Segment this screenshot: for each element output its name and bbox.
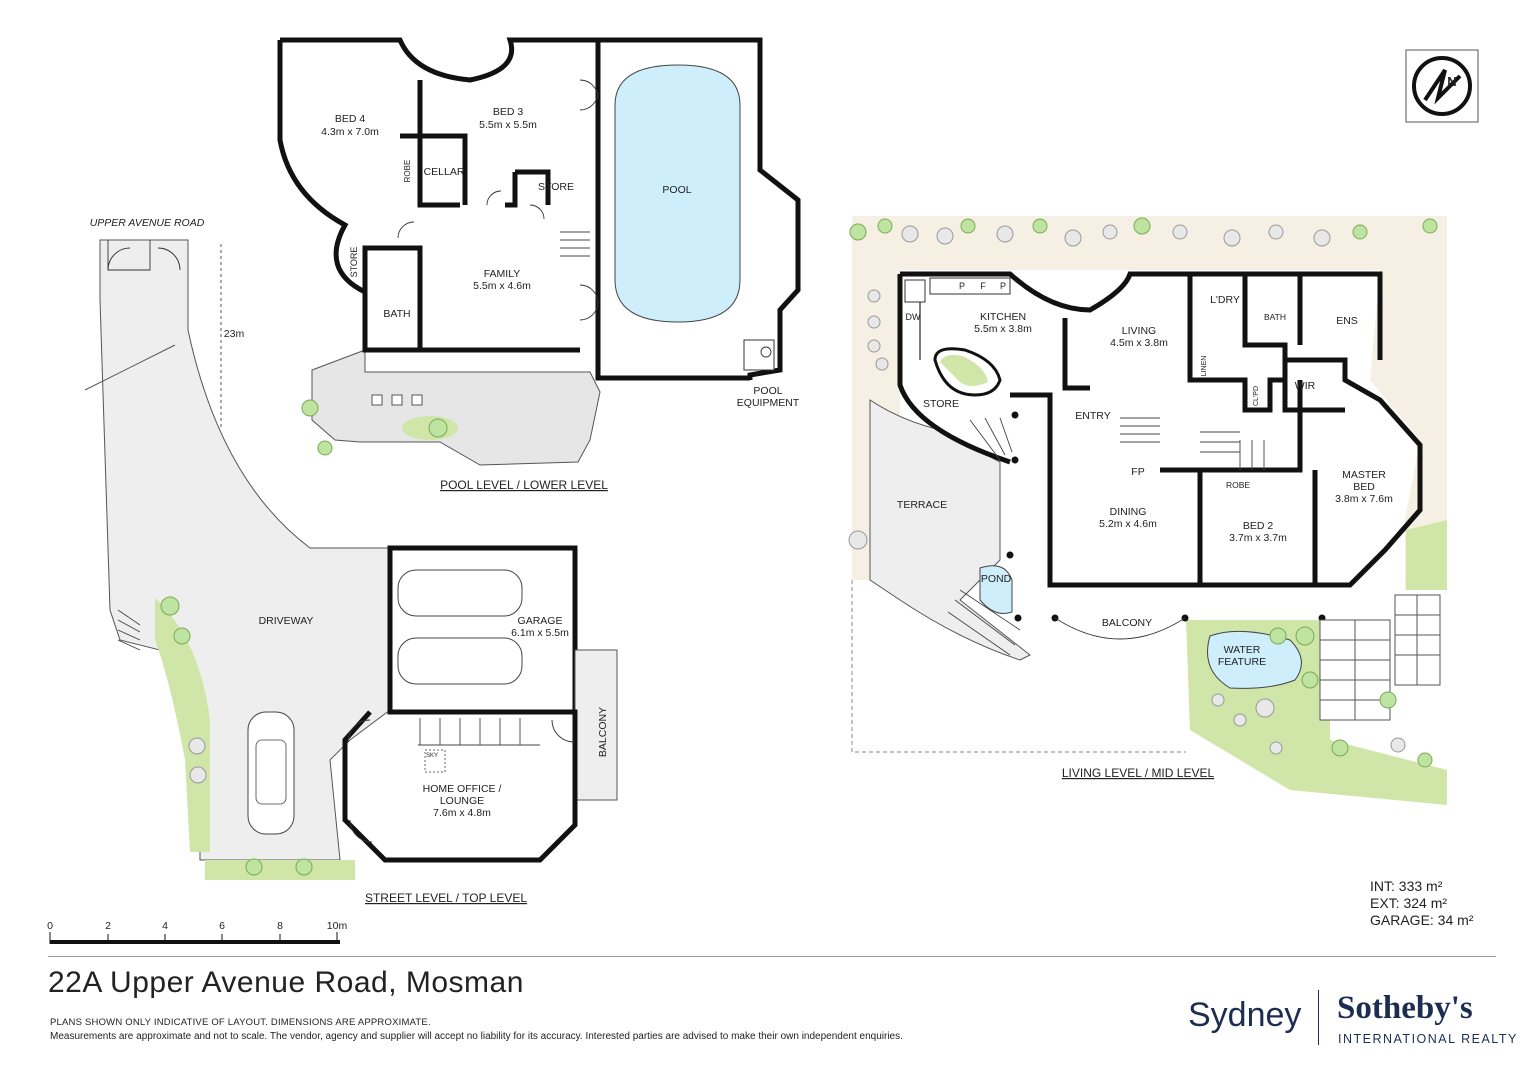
scale-tick: 6 xyxy=(219,920,225,932)
living-fp: FP xyxy=(1131,466,1144,478)
paver-grid xyxy=(1319,594,1441,721)
car-icon xyxy=(247,711,295,835)
pool-cellar: CELLAR xyxy=(424,166,465,178)
disclaimer-line-2: Measurements are approximate and not to … xyxy=(50,1031,903,1042)
disclaimer-line-1: PLANS SHOWN ONLY INDICATIVE OF LAYOUT. D… xyxy=(50,1017,431,1028)
pool-equipment-2: EQUIPMENT xyxy=(737,397,800,409)
area-garage: GARAGE: 34 m² xyxy=(1370,912,1474,928)
pool-pool: POOL xyxy=(662,184,691,196)
living-p2: P xyxy=(1000,281,1006,291)
pool-bed4-dim: 4.3m x 7.0m xyxy=(321,126,379,138)
car-icon xyxy=(397,569,523,685)
pool-family-dim: 5.5m x 4.6m xyxy=(473,280,531,292)
compass-letter: N xyxy=(1447,74,1456,89)
living-bed2-name: BED 2 xyxy=(1243,520,1274,532)
living-ens: ENS xyxy=(1336,315,1358,327)
pool-family-name: FAMILY xyxy=(484,268,521,280)
living-level-plan: DW P F P KITCHEN 5.5m x 3.8m LIVING 4.5m… xyxy=(848,216,1447,805)
brand-logo-subtitle: INTERNATIONAL REALTY xyxy=(1338,1032,1518,1046)
scale-tick: 10m xyxy=(327,920,348,932)
living-living-name: LIVING xyxy=(1122,325,1156,337)
living-level-title: LIVING LEVEL / MID LEVEL xyxy=(1062,766,1215,780)
street-level-plan: UPPER AVENUE ROAD 23m xyxy=(84,217,618,905)
living-dining-dim: 5.2m x 4.6m xyxy=(1099,518,1157,530)
area-int: INT: 333 m² xyxy=(1370,878,1443,894)
street-office-dim: 7.6m x 4.8m xyxy=(433,807,491,819)
living-bed2-dim: 3.7m x 3.7m xyxy=(1229,532,1287,544)
street-office-2: LOUNGE xyxy=(440,795,484,807)
property-address: 22A Upper Avenue Road, Mosman xyxy=(48,966,524,999)
pool-robe: ROBE xyxy=(403,160,412,183)
north-arrow-icon: N xyxy=(1405,49,1479,123)
living-water-1: WATER xyxy=(1224,644,1261,656)
street-level-title: STREET LEVEL / TOP LEVEL xyxy=(365,891,527,905)
street-office-1: HOME OFFICE / xyxy=(423,783,502,795)
pool-bed4-name: BED 4 xyxy=(335,113,366,125)
pool-bed3-dim: 5.5m x 5.5m xyxy=(479,119,537,131)
living-f: F xyxy=(980,281,986,291)
scale-bar: 0 2 4 6 8 10m xyxy=(47,920,347,944)
living-entry: ENTRY xyxy=(1075,410,1110,422)
pool-bath: BATH xyxy=(383,308,410,320)
living-robe: ROBE xyxy=(1226,480,1250,490)
scale-tick: 0 xyxy=(47,920,53,932)
living-bath: BATH xyxy=(1264,312,1286,322)
living-master-1: MASTER xyxy=(1342,469,1386,481)
scale-tick: 4 xyxy=(162,920,168,932)
pool-store: STORE xyxy=(538,181,574,193)
street-balcony: BALCONY xyxy=(597,707,609,757)
living-ldry: L'DRY xyxy=(1210,294,1240,306)
living-p1: P xyxy=(959,281,965,291)
living-dining-name: DINING xyxy=(1110,506,1147,518)
area-ext: EXT: 324 m² xyxy=(1370,895,1448,911)
brand-logo-name: Sotheby's xyxy=(1337,990,1473,1026)
living-balcony: BALCONY xyxy=(1102,617,1152,629)
brand-divider xyxy=(1318,990,1319,1045)
living-terrace: TERRACE xyxy=(897,499,947,511)
pool-level-plan: BED 4 4.3m x 7.0m BED 3 5.5m x 5.5m ROBE… xyxy=(277,37,801,492)
street-garage-dim: 6.1m x 5.5m xyxy=(511,627,569,639)
street-garage-name: GARAGE xyxy=(518,615,563,627)
living-dw: DW xyxy=(906,312,921,322)
living-linen: LINEN xyxy=(1201,356,1208,377)
living-wir: WIR xyxy=(1295,380,1316,392)
street-name: UPPER AVENUE ROAD xyxy=(90,217,205,229)
pool-level-title: POOL LEVEL / LOWER LEVEL xyxy=(440,478,608,492)
street-driveway: DRIVEWAY xyxy=(259,615,314,627)
living-clpd: CL'PD xyxy=(1253,386,1260,406)
street-sky: SKY xyxy=(426,753,438,759)
pool-bed3-name: BED 3 xyxy=(493,106,524,118)
brand-city: Sydney xyxy=(1188,996,1302,1034)
area-summary: INT: 333 m² EXT: 324 m² GARAGE: 34 m² xyxy=(1370,878,1473,929)
scale-tick: 8 xyxy=(277,920,283,932)
dimension-23m: 23m xyxy=(224,328,245,340)
living-pond: POND xyxy=(981,573,1012,585)
pool-equipment-1: POOL xyxy=(753,385,782,397)
living-living-dim: 4.5m x 3.8m xyxy=(1110,337,1168,349)
living-kitchen-name: KITCHEN xyxy=(980,311,1026,323)
living-water-2: FEATURE xyxy=(1218,656,1266,668)
scale-tick: 2 xyxy=(105,920,111,932)
living-master-dim: 3.8m x 7.6m xyxy=(1335,493,1393,505)
living-store: STORE xyxy=(923,398,959,410)
living-master-2: BED xyxy=(1353,481,1375,493)
living-kitchen-dim: 5.5m x 3.8m xyxy=(974,323,1032,335)
footer-divider xyxy=(48,956,1496,957)
pool-store-2: STORE xyxy=(349,247,359,278)
